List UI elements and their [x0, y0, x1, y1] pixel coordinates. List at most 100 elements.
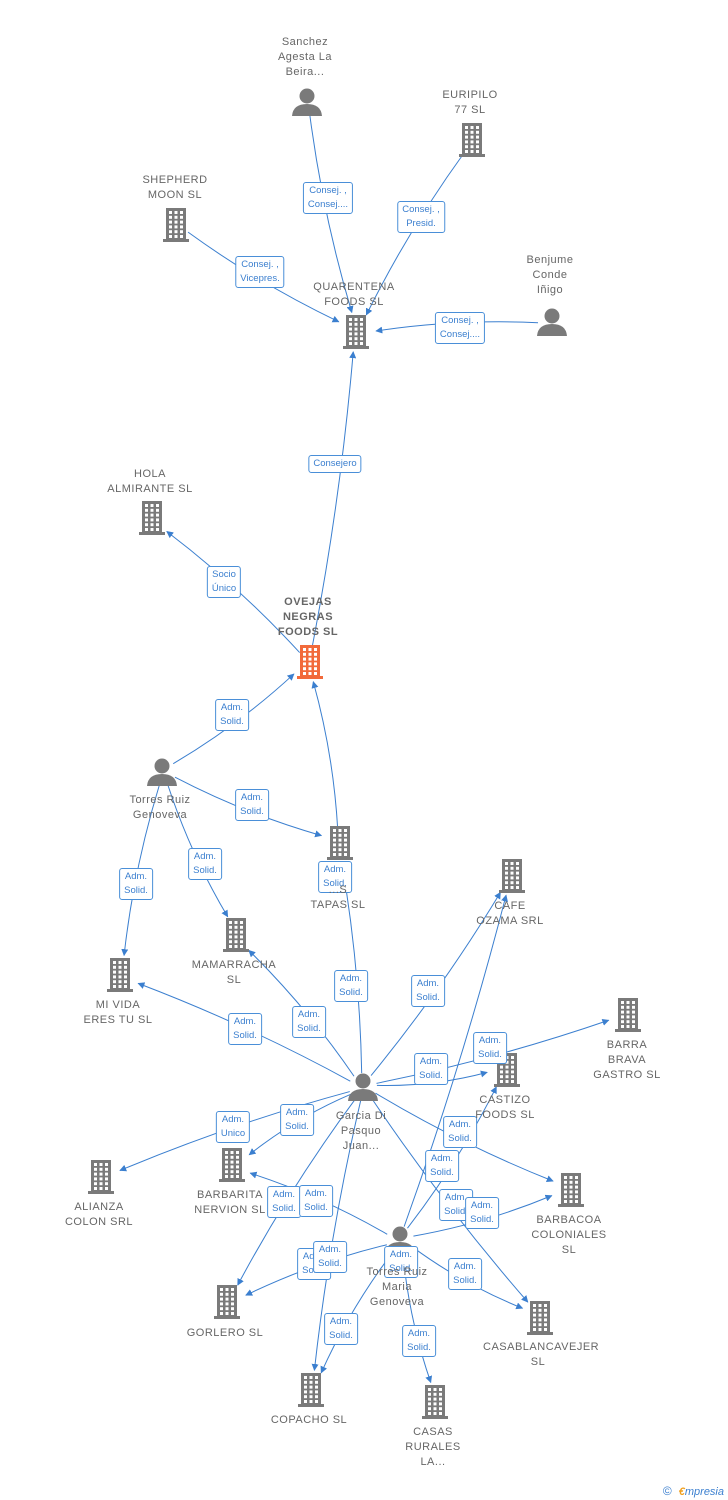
- edge-label[interactable]: Adm.Solid.: [299, 1185, 333, 1217]
- node-label-gorlero[interactable]: GORLERO SL: [170, 1326, 280, 1341]
- edge-label[interactable]: Consej. ,Consej....: [302, 182, 354, 214]
- building-icon[interactable]: [107, 958, 133, 992]
- edge-label[interactable]: Adm.Solid.: [235, 789, 269, 821]
- edge-label[interactable]: Consej. ,Consej....: [434, 312, 486, 344]
- node-label-line: Genoveva: [132, 809, 188, 821]
- building-icon[interactable]: [139, 501, 165, 535]
- node-label-line: COLON SRL: [64, 1216, 134, 1228]
- edge-label-line: Adm.: [304, 1188, 328, 1199]
- building-icon[interactable]: [163, 208, 189, 242]
- edge-label-line: Consej. ,: [309, 185, 347, 196]
- edge-label[interactable]: Consej. ,Vicepres.: [235, 256, 285, 288]
- edge-label[interactable]: Adm.Solid.: [334, 970, 368, 1002]
- edge-label[interactable]: Adm.Solid.: [324, 1313, 358, 1345]
- node-label-line: NEGRAS: [282, 611, 334, 623]
- building-icon[interactable]: [327, 826, 353, 860]
- building-icon[interactable]: [88, 1160, 114, 1194]
- edge-label[interactable]: Adm.Solid.: [411, 975, 445, 1007]
- edge-label[interactable]: Adm.Solid.: [119, 868, 153, 900]
- building-icon[interactable]: [615, 998, 641, 1032]
- node-label-line: FOODS SL: [324, 296, 384, 308]
- building-icon[interactable]: [499, 859, 525, 893]
- edge-label[interactable]: Adm.Solid.: [465, 1197, 499, 1229]
- person-icon[interactable]: [292, 88, 322, 117]
- building-icon[interactable]: [298, 1373, 324, 1407]
- edge-label[interactable]: Adm.Solid.: [267, 1186, 301, 1218]
- edge-label[interactable]: Adm.Solid.: [443, 1116, 477, 1148]
- empresia-footer[interactable]: © €mpresia: [663, 1484, 724, 1498]
- building-icon[interactable]: [214, 1285, 240, 1319]
- edge-label[interactable]: Adm.Solid.: [313, 1241, 347, 1273]
- copyright-icon: ©: [662, 1484, 672, 1498]
- edge-label-line: Adm.: [220, 702, 244, 713]
- edge-label[interactable]: Adm.Solid.: [292, 1006, 326, 1038]
- node-label-line: SL: [530, 1356, 546, 1368]
- building-icon[interactable]: [219, 1148, 245, 1182]
- building-icon[interactable]: [558, 1173, 584, 1207]
- edge-label[interactable]: Adm.Solid.: [448, 1258, 482, 1290]
- edge-sanchez-quarentena: [309, 115, 354, 314]
- edge-label-line: Adm.: [407, 1328, 431, 1339]
- edge-tapas-ovejas: [311, 681, 339, 830]
- person-icon[interactable]: [537, 308, 567, 337]
- edge-label[interactable]: Adm.Solid.: [384, 1246, 418, 1278]
- person-icon[interactable]: [348, 1073, 378, 1102]
- building-icon[interactable]: [223, 918, 249, 952]
- node-label-line: MOON SL: [147, 189, 203, 201]
- node-label-line: Beira...: [285, 66, 325, 78]
- person-icon[interactable]: [147, 758, 177, 787]
- building-icon[interactable]: [527, 1301, 553, 1335]
- building-icon[interactable]: [343, 315, 369, 349]
- edge-label[interactable]: Adm.Solid.: [318, 861, 352, 893]
- edge-label[interactable]: Adm.Solid.: [473, 1032, 507, 1064]
- edge-label[interactable]: Adm.Solid.: [228, 1013, 262, 1045]
- edge-label[interactable]: Consej. ,Presid.: [397, 201, 445, 233]
- edge-label-line: Solid.: [124, 885, 148, 896]
- node-label-line: Juan...: [342, 1140, 380, 1152]
- edge-label[interactable]: Adm.Unico: [215, 1111, 251, 1143]
- edge-label[interactable]: Consejero: [308, 455, 362, 473]
- edge-label-line: Adm.: [285, 1107, 309, 1118]
- edge-label-line: Solid.: [285, 1121, 309, 1132]
- edge-torres2-cafe: [403, 894, 508, 1227]
- edge-label[interactable]: Adm.Solid.: [215, 699, 249, 731]
- building-icon[interactable]: [459, 123, 485, 157]
- edge-label[interactable]: Adm.Solid.: [414, 1053, 448, 1085]
- building-icon[interactable]: [422, 1385, 448, 1419]
- edge-label[interactable]: Adm.Solid.: [188, 848, 222, 880]
- edge-label-line: Consej. ,: [441, 315, 479, 326]
- edge-label[interactable]: Adm.Solid.: [402, 1325, 436, 1357]
- edge-label-line: Adm.: [389, 1249, 413, 1260]
- edge-label[interactable]: Adm.Solid.: [425, 1150, 459, 1182]
- node-label-line: RURALES: [405, 1441, 461, 1453]
- edge-label[interactable]: Adm. Solid.: [280, 1104, 314, 1136]
- building-icon[interactable]: [297, 645, 323, 679]
- node-label-line: Pasquo: [340, 1125, 382, 1137]
- node-label-line: NERVION SL: [194, 1204, 266, 1216]
- node-label-line: Garcia Di: [335, 1110, 387, 1122]
- edge-ovejas-quarentena: [311, 351, 357, 649]
- node-label-copacho[interactable]: COPACHO SL: [254, 1413, 364, 1428]
